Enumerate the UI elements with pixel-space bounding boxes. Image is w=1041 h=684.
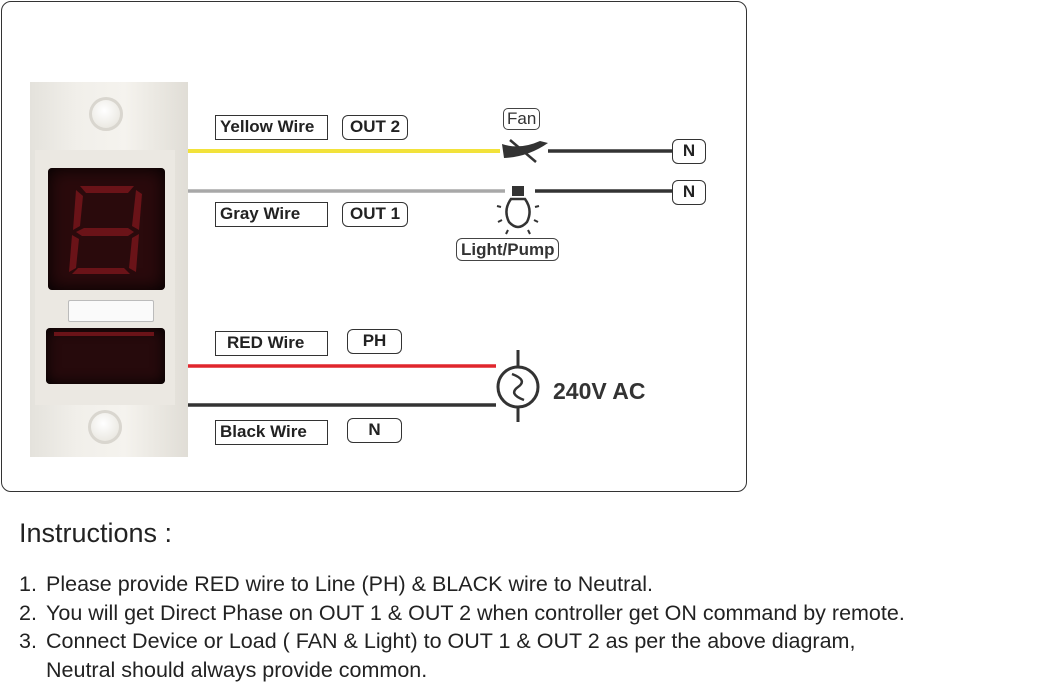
instruction-item: 2.You will get Direct Phase on OUT 1 & O… bbox=[19, 599, 905, 628]
fan-label: Fan bbox=[503, 108, 540, 130]
phase-terminal: PH bbox=[347, 329, 402, 354]
out1-terminal: OUT 1 bbox=[342, 202, 408, 227]
light-pump-label: Light/Pump bbox=[456, 238, 559, 261]
instruction-item-continued: Neutral should always provide common. bbox=[19, 656, 905, 684]
ac-source-icon bbox=[498, 350, 538, 422]
out2-terminal: OUT 2 bbox=[342, 115, 408, 140]
neutral-terminal: N bbox=[347, 418, 402, 443]
fan-neutral-label: N bbox=[672, 139, 706, 164]
gray-wire-label: Gray Wire bbox=[215, 202, 328, 227]
light-neutral-label: N bbox=[672, 180, 706, 205]
instruction-item: 3.Connect Device or Load ( FAN & Light) … bbox=[19, 627, 905, 656]
black-wire-label: Black Wire bbox=[215, 420, 328, 445]
instruction-item: 1.Please provide RED wire to Line (PH) &… bbox=[19, 570, 905, 599]
fan-icon bbox=[502, 140, 548, 162]
red-wire-label: RED Wire bbox=[215, 331, 328, 356]
instructions-title: Instructions : bbox=[19, 518, 172, 549]
yellow-wire-label: Yellow Wire bbox=[215, 115, 328, 140]
instructions-list: 1.Please provide RED wire to Line (PH) &… bbox=[19, 570, 905, 684]
source-voltage-label: 240V AC bbox=[553, 378, 645, 405]
bulb-icon bbox=[497, 186, 539, 234]
